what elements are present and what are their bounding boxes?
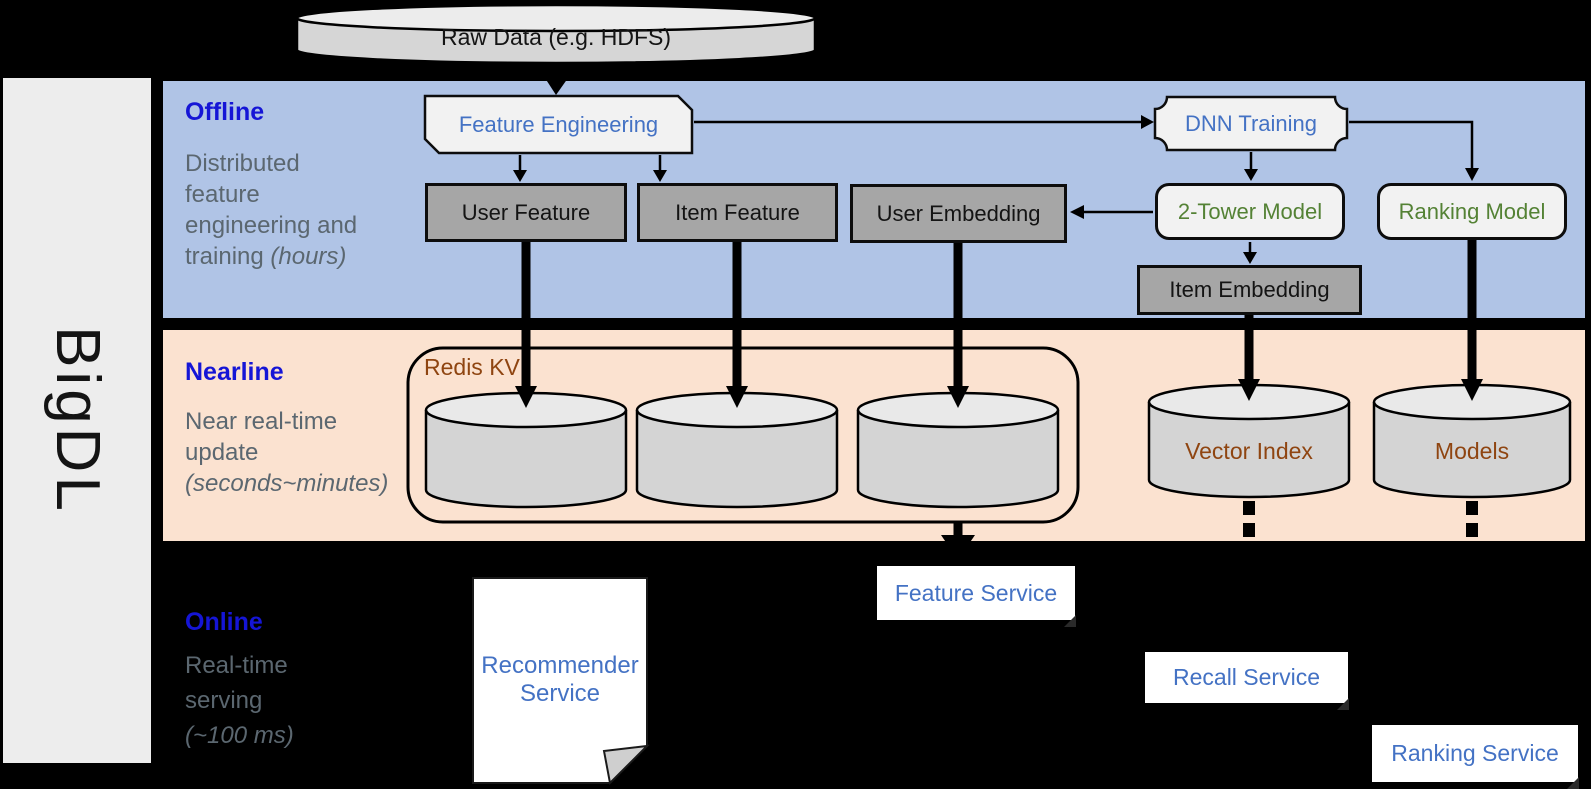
user-feature-node: User Feature	[425, 183, 627, 242]
item-embedding-node: Item Embedding	[1137, 265, 1362, 315]
redis-kv-label: Redis KV	[424, 354, 520, 380]
online-desc: Real-time serving (~100 ms)	[185, 652, 294, 749]
offline-title: Offline	[185, 98, 265, 126]
nearline-title: Nearline	[185, 358, 284, 386]
ranking-service-node: Ranking Service	[1372, 725, 1579, 789]
recall-service-node: Recall Service	[1145, 652, 1349, 710]
two-tower-model-label: 2-Tower Model	[1177, 198, 1323, 224]
online-title: Online	[185, 608, 263, 636]
folded-corner-icon	[1064, 615, 1076, 627]
models-label: Models	[1434, 438, 1510, 464]
vector-index-label: Vector Index	[1185, 438, 1313, 464]
feature-service-label: Feature Service	[894, 579, 1058, 606]
nearline-desc: Near real-time update (seconds~minutes)	[185, 408, 389, 497]
feature-engineering-label: Feature Engineering	[458, 111, 659, 137]
item-feature-label: Item Feature	[675, 199, 800, 225]
user-feature-label: User Feature	[461, 199, 591, 225]
user-embedding-node: User Embedding	[850, 184, 1067, 243]
bigdl-sidebar: BigDL	[3, 78, 151, 763]
bigdl-label: BigDL	[42, 326, 112, 515]
user-embedding-label: User Embedding	[876, 200, 1041, 226]
two-tower-model-node: 2-Tower Model	[1155, 183, 1345, 240]
item-feature-node: Item Feature	[637, 183, 838, 242]
ranking-model-label: Ranking Model	[1398, 198, 1546, 224]
feature-service-node: Feature Service	[877, 566, 1076, 627]
folded-corner-icon	[1337, 698, 1349, 710]
folded-corner-icon	[1567, 777, 1579, 789]
item-embedding-label: Item Embedding	[1169, 277, 1330, 302]
dnn-training-label: DNN Training	[1184, 110, 1318, 136]
offline-desc: Distributed feature engineering and trai…	[185, 150, 358, 270]
ranking-service-label: Ranking Service	[1391, 740, 1559, 766]
raw-data-label: Raw Data (e.g. HDFS)	[440, 23, 672, 50]
ranking-model-node: Ranking Model	[1377, 183, 1567, 240]
recall-service-label: Recall Service	[1173, 664, 1320, 690]
recommender-service-label: Recommender Service	[481, 652, 639, 707]
